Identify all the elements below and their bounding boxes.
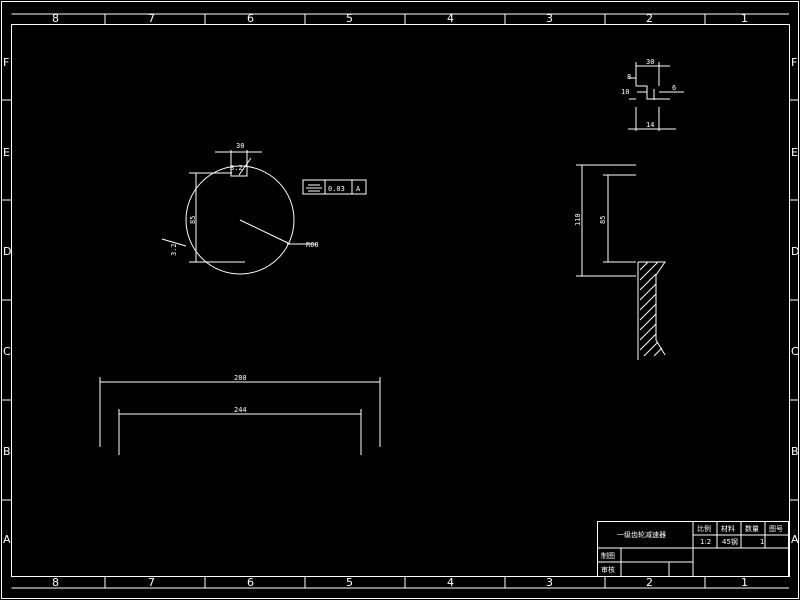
row-labels-right: F E D C B A — [791, 56, 799, 546]
col-label-3-bottom: 3 — [546, 576, 553, 589]
col-label-6-bottom: 6 — [247, 576, 254, 589]
length-view — [99, 377, 381, 455]
col-label-7-bottom: 7 — [148, 576, 155, 589]
circle-view — [161, 150, 367, 275]
dim-roughness: 3.2 — [230, 164, 243, 172]
title-value-quantity: 1 — [760, 538, 764, 546]
row-label-A-right: A — [791, 533, 799, 546]
row-label-B-right: B — [791, 445, 799, 458]
column-labels-bottom: 8 7 6 5 4 3 2 1 — [52, 576, 748, 589]
dim-small-left: 3.2 — [170, 243, 178, 256]
detail-dim-mid: 10 — [621, 88, 629, 96]
dim-keyway-width: 30 — [236, 142, 244, 150]
detail-dim-left: 8 — [627, 73, 631, 81]
col-label-4-bottom: 4 — [447, 576, 454, 589]
section-dim-inner: 85 — [599, 216, 607, 224]
dim-inner-length: 244 — [234, 406, 247, 414]
row-label-F-right: F — [791, 56, 797, 69]
detail-view-labels: 30 8 6 10 14 — [621, 58, 676, 129]
col-label-5-bottom: 5 — [346, 576, 353, 589]
section-dim-outer: 110 — [574, 213, 582, 226]
col-label-1-bottom: 1 — [741, 576, 748, 589]
col-label-8-bottom: 8 — [52, 576, 59, 589]
title-designer-label: 制图 — [601, 551, 615, 560]
title-part-name: 一级齿轮减速器 — [617, 530, 666, 539]
tolerance-value: 0.03 — [328, 185, 345, 193]
title-block-labels: 一级齿轮减速器 比例 材料 数量 图号 1:2 45钢 1 制图 审核 — [601, 524, 783, 574]
col-label-4: 4 — [447, 12, 454, 25]
row-label-C-right: C — [791, 345, 799, 358]
title-header-scale: 比例 — [697, 524, 711, 533]
column-labels-top: 8 7 6 5 4 3 2 1 — [52, 12, 748, 25]
col-label-8: 8 — [52, 12, 59, 25]
title-header-drawing-no: 图号 — [769, 525, 783, 533]
row-label-A: A — [3, 533, 11, 546]
dim-overall-length: 280 — [234, 374, 247, 382]
col-label-5: 5 — [346, 12, 353, 25]
title-block — [597, 521, 789, 577]
row-label-B: B — [3, 445, 11, 458]
tolerance-datum: A — [356, 185, 361, 193]
title-value-material: 45钢 — [722, 537, 738, 546]
col-label-2-bottom: 2 — [646, 576, 653, 589]
row-label-D: D — [3, 245, 11, 258]
row-label-D-right: D — [791, 245, 799, 258]
dim-vertical: 85 — [189, 216, 197, 224]
title-checker-label: 审核 — [601, 565, 615, 574]
col-label-7: 7 — [148, 12, 155, 25]
circle-view-labels: 30 3.2 85 3.2 R60 0.03 A — [170, 142, 361, 256]
gear-blank-circle — [185, 165, 295, 275]
section-view-labels: 110 85 — [574, 213, 607, 226]
length-view-labels: 280 244 — [234, 374, 247, 414]
title-value-scale: 1:2 — [700, 538, 711, 546]
col-label-6: 6 — [247, 12, 254, 25]
detail-dim-right: 6 — [672, 84, 676, 92]
section-view — [576, 164, 666, 360]
row-label-E-right: E — [791, 146, 798, 159]
col-label-2: 2 — [646, 12, 653, 25]
dim-radius: R60 — [306, 241, 319, 249]
row-label-E: E — [3, 146, 10, 159]
title-header-quantity: 数量 — [745, 524, 759, 533]
row-label-F: F — [3, 56, 9, 69]
row-label-C: C — [3, 345, 11, 358]
title-header-material: 材料 — [721, 524, 735, 533]
col-label-1: 1 — [741, 12, 748, 25]
col-label-3: 3 — [546, 12, 553, 25]
detail-dim-bottom: 14 — [646, 121, 654, 129]
detail-dim-top: 30 — [646, 58, 654, 66]
detail-view — [628, 62, 684, 131]
row-labels-left: F E D C B A — [3, 56, 11, 546]
